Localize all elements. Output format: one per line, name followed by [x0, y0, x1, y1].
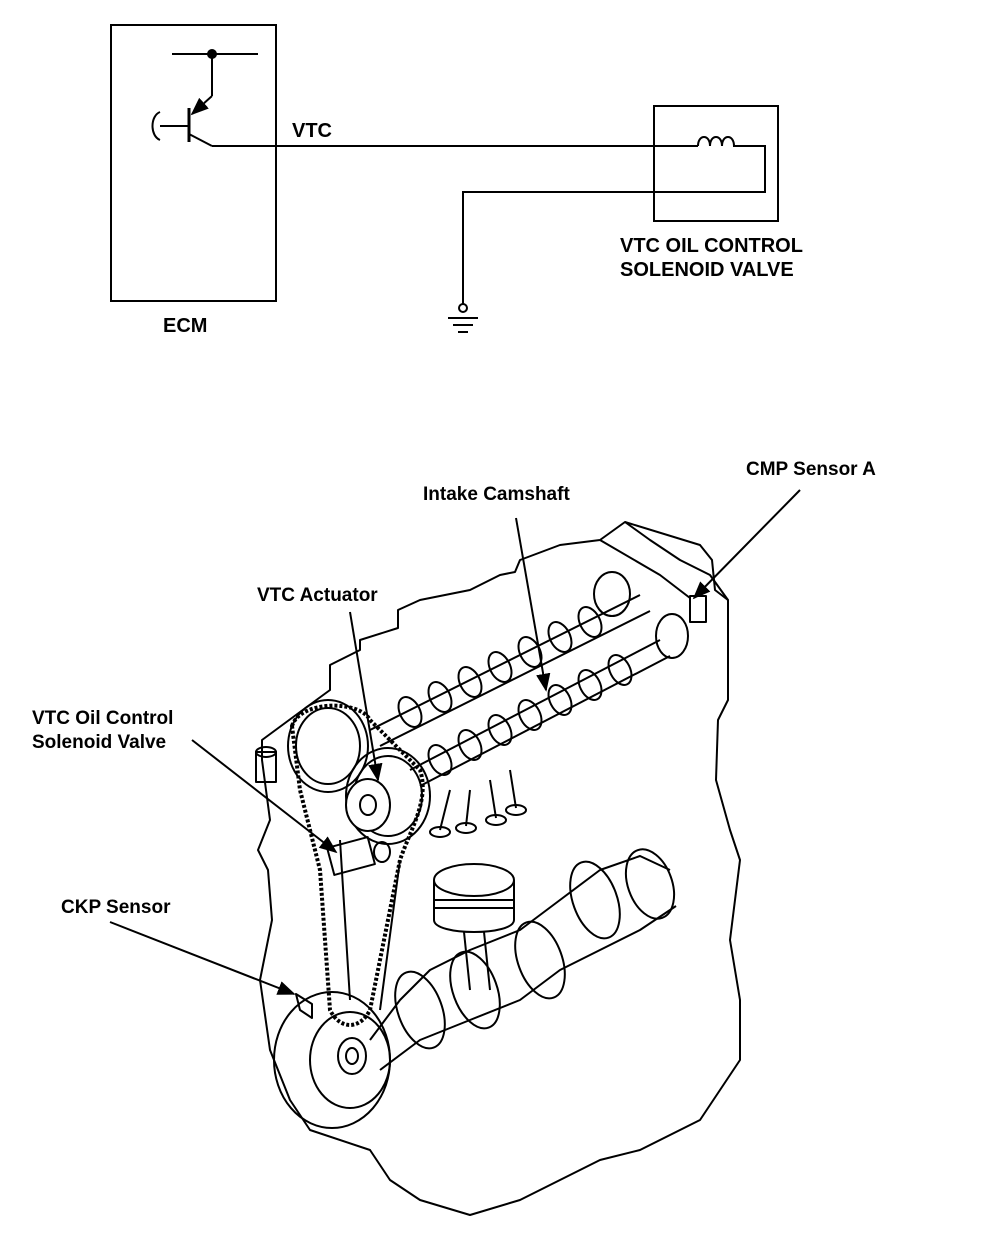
transistor-symbol [151, 54, 213, 147]
schematic [110, 24, 779, 333]
coil-symbol [462, 136, 766, 304]
solenoid-body [255, 746, 391, 876]
ecm-label: ECM [163, 315, 208, 337]
ecm-box [110, 24, 277, 302]
crankshaft [369, 848, 677, 1071]
oil-control-line1: VTC Oil Control [32, 708, 174, 729]
vtc-signal-label: VTC [292, 120, 332, 142]
cmp-sensor-part [689, 595, 707, 623]
arrow-cmp-sensor [692, 489, 801, 600]
valves [429, 769, 527, 838]
upper-camshaft [369, 571, 651, 747]
callout-arrows [109, 489, 801, 995]
arrow-vtc-actuator [349, 611, 383, 782]
intake-camshaft-part [409, 613, 689, 787]
cmp-sensor-label: CMP Sensor A [746, 459, 876, 480]
engine-block-outline [257, 521, 741, 1216]
arrow-oil-control [191, 739, 338, 854]
ckp-sensor-label: CKP Sensor [61, 897, 171, 918]
ground-symbol [448, 303, 478, 333]
intake-camshaft-label: Intake Camshaft [423, 484, 570, 505]
vtc-actuator-label: VTC Actuator [257, 585, 378, 606]
oil-control-line2: Solenoid Valve [32, 732, 167, 753]
valve-label-line2: SOLENOID VALVE [620, 259, 794, 281]
chain-guide [339, 839, 401, 1011]
valve-label-line1: VTC OIL CONTROL [620, 235, 803, 257]
vtc-actuator-sprocket [345, 747, 431, 845]
upper-sprocket [287, 699, 369, 793]
timing-chain [290, 703, 425, 1027]
valve-schematic-label: VTC OIL CONTROL SOLENOID VALVE [620, 234, 803, 282]
arrow-ckp-sensor [109, 921, 296, 995]
oil-control-valve-label: VTC Oil Control Solenoid Valve [32, 707, 173, 755]
engine-illustration [255, 521, 741, 1216]
piston [433, 863, 515, 991]
cylinder-head-edge [599, 521, 729, 601]
valve-box [653, 105, 779, 222]
arrow-intake-camshaft [515, 517, 551, 692]
crank-pulley [273, 991, 391, 1129]
